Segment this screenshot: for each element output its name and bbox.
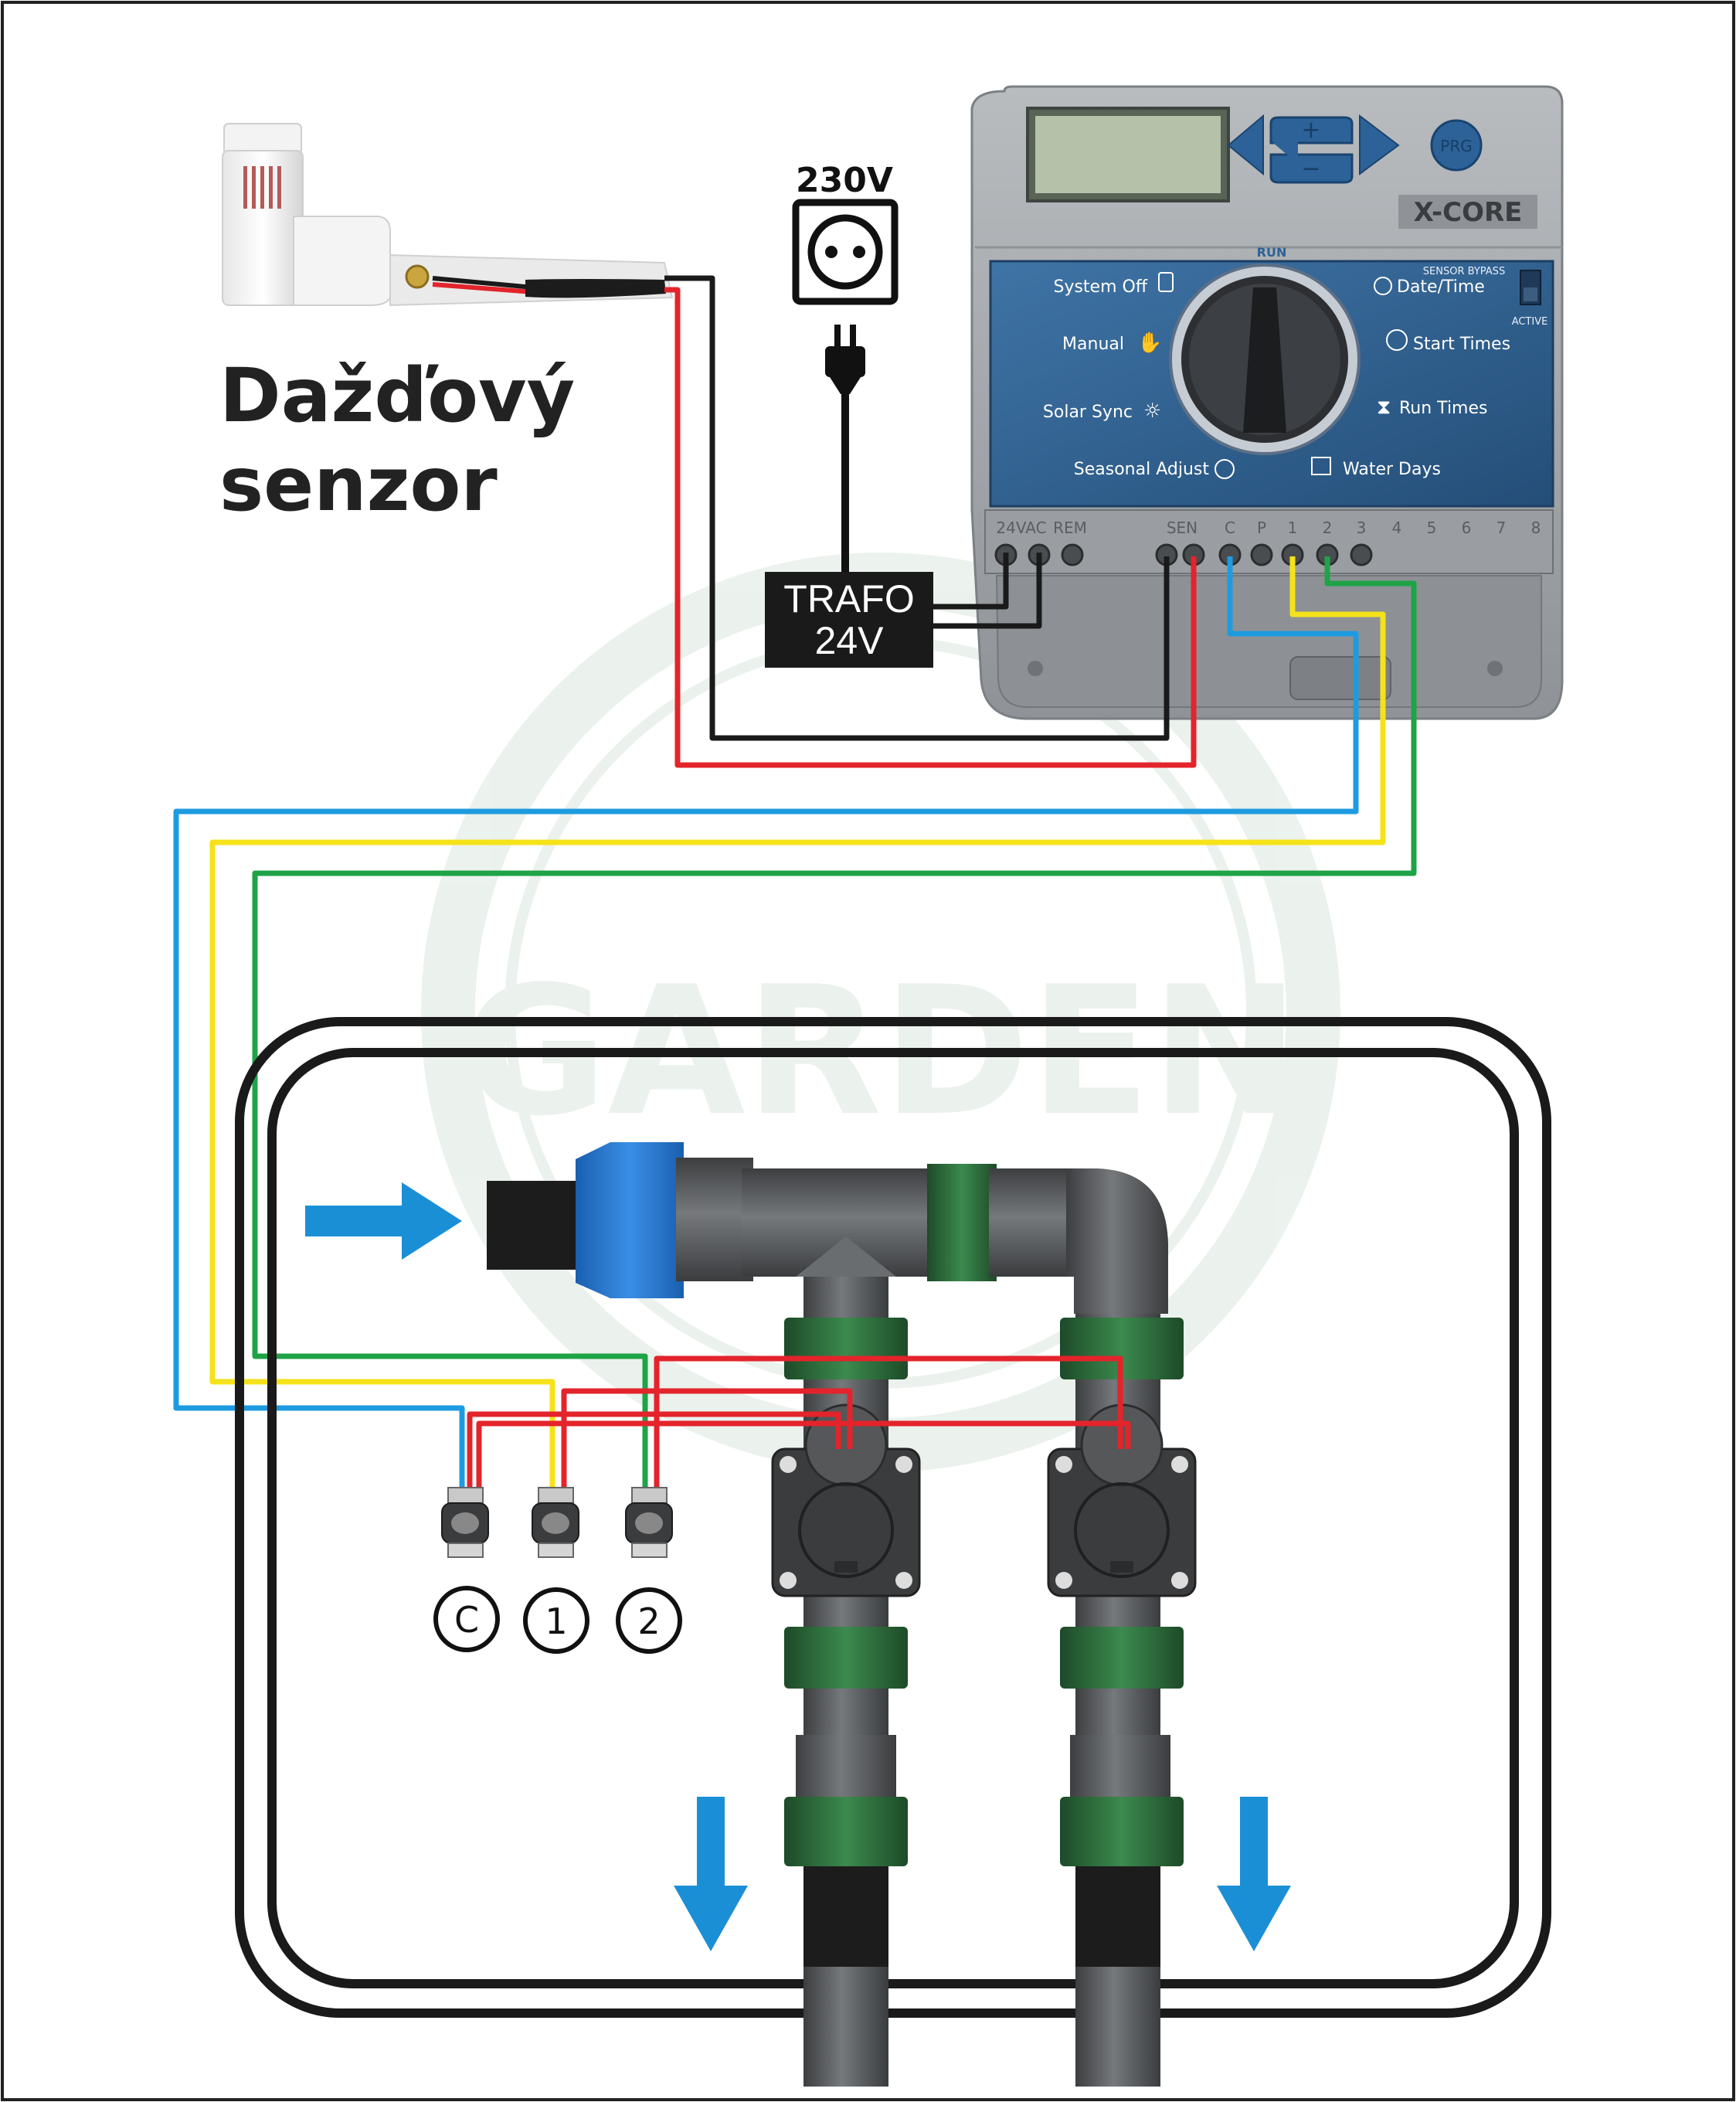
dial-solar-sync: Solar Sync xyxy=(1043,403,1133,422)
svg-text:−: − xyxy=(1301,155,1320,182)
wire-zone1-yellow xyxy=(209,556,1386,1488)
sensor-bypass-label: SENSOR BYPASS xyxy=(1423,266,1505,277)
sensor-title-line1: Dažďový xyxy=(219,352,575,439)
terminal-label-sen: SEN xyxy=(1167,519,1198,537)
controller-brand: X-CORE xyxy=(1414,197,1523,228)
voltage-label: 230V xyxy=(796,161,893,200)
terminal-label-5: 5 xyxy=(1427,519,1437,537)
dial-start-times: Start Times xyxy=(1413,335,1510,354)
dial-water-days: Water Days xyxy=(1343,460,1441,479)
valve-box-inner xyxy=(267,1048,1519,1988)
terminal-labels: 24VAC REM SEN C P 1 2 3 4 5 6 7 8 xyxy=(996,519,1541,537)
manual-hand-icon: ✋ xyxy=(1137,331,1162,355)
wire-common-blue xyxy=(173,556,1359,1488)
rain-sensor xyxy=(222,123,674,307)
dial-date-time: Date/Time xyxy=(1397,277,1485,297)
inlet-flow-arrow xyxy=(305,1182,462,1260)
svg-text:+: + xyxy=(1301,117,1320,144)
svg-text:PRG: PRG xyxy=(1440,137,1472,155)
wire-sensor-black xyxy=(664,275,1170,741)
terminal-label-7: 7 xyxy=(1496,519,1507,537)
terminal-screw[interactable] xyxy=(1350,543,1373,566)
x-core-controller: + − PRG X-CORE RUN SENSOR BYPASS ACTIVE … xyxy=(970,85,1564,720)
wire-zone2-green xyxy=(252,556,1417,1488)
hourglass-icon: ⧗ xyxy=(1377,396,1391,419)
seasonal-adjust-icon xyxy=(1215,459,1235,479)
run-label: RUN xyxy=(1257,245,1287,260)
power-plug-icon xyxy=(825,325,865,394)
clock-icon xyxy=(1374,277,1392,295)
solenoid-wires xyxy=(467,1355,1131,1488)
power-outlet-icon xyxy=(792,199,899,305)
terminal-label-8: 8 xyxy=(1531,519,1541,537)
terminal-label-2: 2 xyxy=(616,1587,682,1654)
wire-trafo-24vac-a xyxy=(933,553,1009,610)
valve-zone-1 xyxy=(771,1403,921,1597)
terminal-label-3: 3 xyxy=(1357,519,1367,537)
outlet-flow-arrow-zone1 xyxy=(674,1797,748,1951)
wire-connector-zone1 xyxy=(532,1487,579,1558)
outlet-flow-arrow-zone2 xyxy=(1217,1797,1291,1951)
wire-sensor-red xyxy=(664,287,1197,768)
terminal-label-1: 1 xyxy=(523,1587,589,1654)
terminal-label-24vac: 24VAC xyxy=(996,519,1046,537)
active-label: ACTIVE xyxy=(1512,316,1548,328)
system-off-icon xyxy=(1158,272,1174,292)
wires xyxy=(173,275,1417,1488)
terminal-label-4: 4 xyxy=(1392,519,1402,537)
wire-connector-common xyxy=(441,1487,489,1558)
dial-run-times: Run Times xyxy=(1399,399,1487,418)
terminal-screw[interactable] xyxy=(1250,543,1273,566)
terminal-label-c: C xyxy=(1225,519,1235,537)
terminal-label-1: 1 xyxy=(1288,519,1298,537)
wire-connector-zone2 xyxy=(625,1487,673,1558)
valve-box-outer xyxy=(235,1017,1551,2018)
calendar-icon xyxy=(1311,457,1331,475)
alarm-clock-icon xyxy=(1386,329,1408,351)
terminal-label-6: 6 xyxy=(1462,519,1472,537)
transformer-box: TRAFO 24V xyxy=(765,572,933,668)
terminal-screw[interactable] xyxy=(1061,543,1084,566)
terminal-label-p: P xyxy=(1257,519,1266,537)
transformer-label-line1: TRAFO xyxy=(783,577,914,621)
terminal-label-c: C xyxy=(433,1586,500,1652)
transformer-label-line2: 24V xyxy=(815,619,885,662)
svg-text:C: C xyxy=(454,1599,479,1641)
wire-trafo-24vac-b xyxy=(933,553,1042,629)
sensor-title-line2: senzor xyxy=(219,441,498,528)
dial-system-off: System Off xyxy=(1053,277,1147,297)
solar-sync-icon: ☼ xyxy=(1143,400,1161,423)
terminal-label-2: 2 xyxy=(1323,519,1333,537)
svg-text:1: 1 xyxy=(545,1600,567,1642)
dial-manual: Manual xyxy=(1062,335,1124,354)
valve-zone-2 xyxy=(1047,1403,1197,1597)
terminal-label-rem: REM xyxy=(1053,519,1087,537)
svg-text:2: 2 xyxy=(637,1600,660,1642)
program-dial-knob[interactable] xyxy=(1243,287,1286,433)
dial-seasonal-adjust: Seasonal Adjust xyxy=(1074,460,1210,479)
